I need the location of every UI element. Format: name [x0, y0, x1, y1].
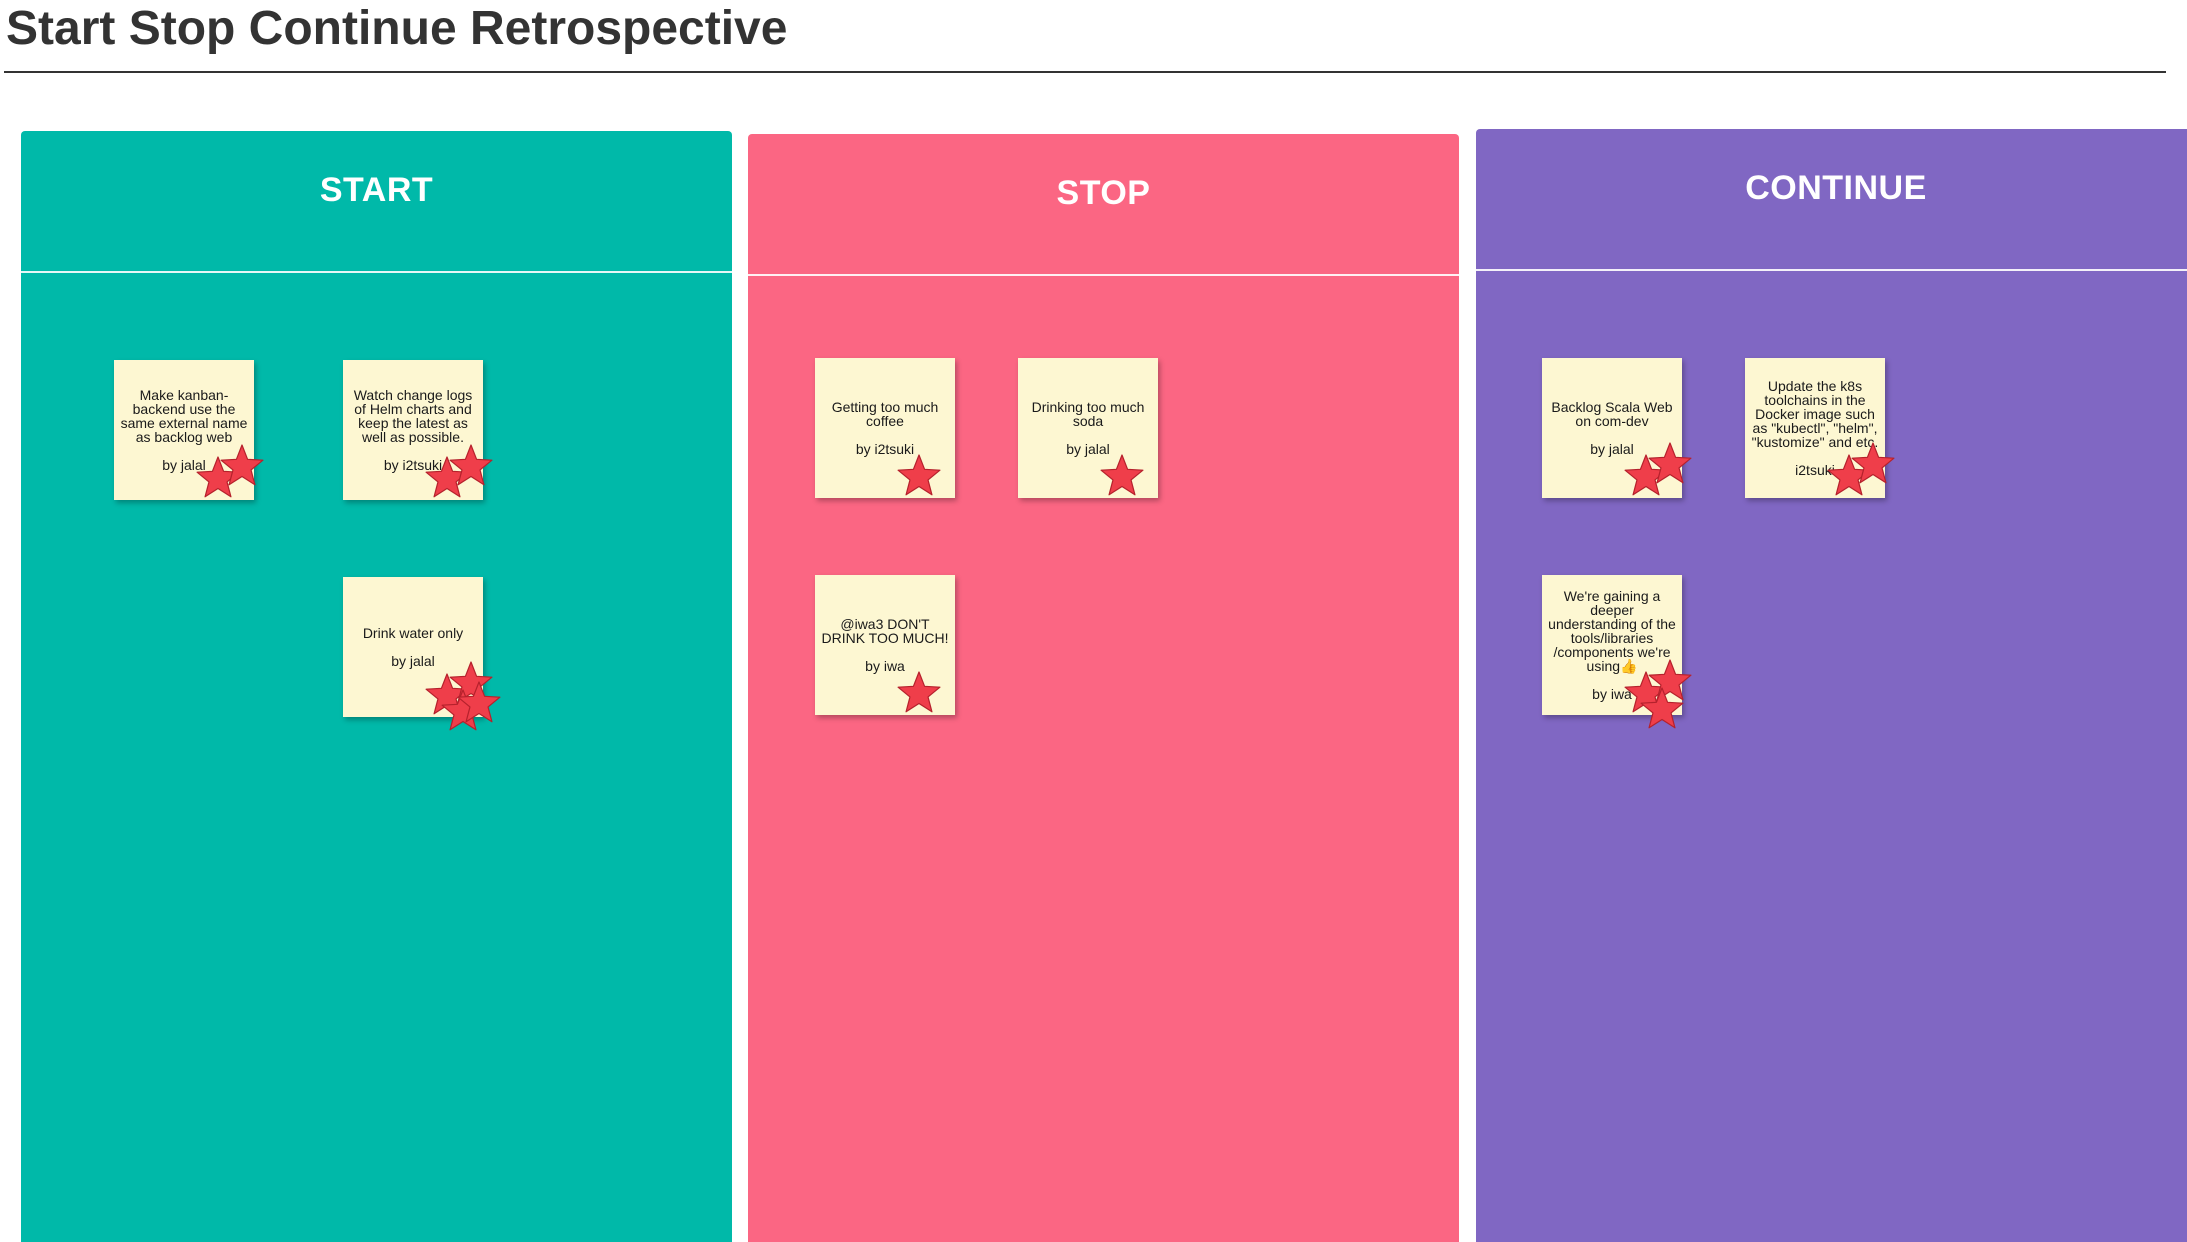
star-shape [897, 454, 941, 496]
star-icon[interactable] [896, 453, 942, 499]
star-icon[interactable] [448, 660, 494, 706]
note-text: Update the k8s toolchains in the Docker … [1751, 378, 1879, 450]
star-shape [449, 661, 493, 703]
column-continue: CONTINUE Backlog Scala Web on com-dev by… [1476, 129, 2187, 1242]
column-title-continue: CONTINUE [1745, 169, 1927, 207]
column-stop: STOP Getting too much coffee by i2tsuki … [748, 134, 1459, 1242]
sticky-note[interactable]: Update the k8s toolchains in the Docker … [1745, 358, 1885, 498]
sticky-note[interactable]: Watch change logs of Helm charts and kee… [343, 360, 483, 500]
sticky-note[interactable]: Backlog Scala Web on com-dev by jalal [1542, 358, 1682, 498]
star-shape [1851, 442, 1895, 484]
column-title-start: START [319, 171, 434, 209]
note-author: i2tsuki [1795, 462, 1835, 478]
note-text: @iwa3 DON'T DRINK TOO MUCH! [821, 616, 949, 646]
note-author: by jalal [391, 653, 435, 669]
star-icon[interactable] [219, 443, 265, 489]
star-icon-graphic [1100, 454, 1144, 496]
star-icon[interactable] [1099, 453, 1145, 499]
note-text: Drinking too much soda [1031, 399, 1145, 429]
star-icon[interactable] [456, 680, 502, 726]
note-text: Watch change logs of Helm charts and kee… [353, 387, 473, 445]
star-shape [1648, 659, 1692, 701]
star-shape [449, 444, 493, 486]
note-author: by jalal [1066, 441, 1110, 457]
star-shape [1648, 442, 1692, 484]
star-icon-graphic [1648, 659, 1692, 701]
note-text: We're gaining a deeper understanding of … [1548, 588, 1676, 674]
column-body-start[interactable]: Make kanban-backend use the same externa… [21, 273, 732, 1242]
star-icon-graphic [1640, 687, 1684, 729]
star-icon-graphic [457, 681, 501, 723]
star-shape [457, 681, 501, 723]
note-author: by i2tsuki [383, 457, 443, 473]
star-icon[interactable] [448, 443, 494, 489]
note-author: by iwa [865, 658, 905, 674]
column-start: START Make kanban-backend use the same e… [21, 131, 732, 1242]
star-shape [1640, 687, 1684, 729]
column-header-continue: CONTINUE [1476, 129, 2187, 271]
star-icon-graphic [449, 444, 493, 486]
note-text: Backlog Scala Web on com-dev [1551, 399, 1673, 429]
column-title-stop: STOP [1056, 174, 1151, 212]
star-icon[interactable] [1647, 441, 1693, 487]
star-icon[interactable] [1639, 686, 1685, 732]
note-author: by i2tsuki [855, 441, 915, 457]
star-icon-graphic [220, 444, 264, 486]
column-body-continue[interactable]: Backlog Scala Web on com-dev by jalal Up… [1476, 271, 2187, 1242]
note-author: by iwa [1592, 686, 1632, 702]
note-text: Make kanban-backend use the same externa… [120, 387, 248, 445]
note-author: by jalal [162, 457, 206, 473]
column-header-stop: STOP [748, 134, 1459, 276]
sticky-note[interactable]: Make kanban-backend use the same externa… [114, 360, 254, 500]
note-text: Drink water only [362, 625, 464, 641]
star-icon-graphic [449, 661, 493, 703]
column-header-start: START [21, 131, 732, 273]
star-shape [897, 671, 941, 713]
star-icon-graphic [1648, 442, 1692, 484]
title-divider [4, 71, 2166, 73]
star-icon-graphic [897, 454, 941, 496]
star-icon-graphic [897, 671, 941, 713]
star-shape [1100, 454, 1144, 496]
note-text: Getting too much coffee [831, 399, 939, 429]
star-shape [220, 444, 264, 486]
column-body-stop[interactable]: Getting too much coffee by i2tsuki Drink… [748, 276, 1459, 1242]
star-icon-graphic [1851, 442, 1895, 484]
star-icon[interactable] [896, 670, 942, 716]
page-title: Start Stop Continue Retrospective [6, 2, 788, 55]
note-author: by jalal [1590, 441, 1634, 457]
star-icon[interactable] [1647, 658, 1693, 704]
star-icon[interactable] [1850, 441, 1896, 487]
